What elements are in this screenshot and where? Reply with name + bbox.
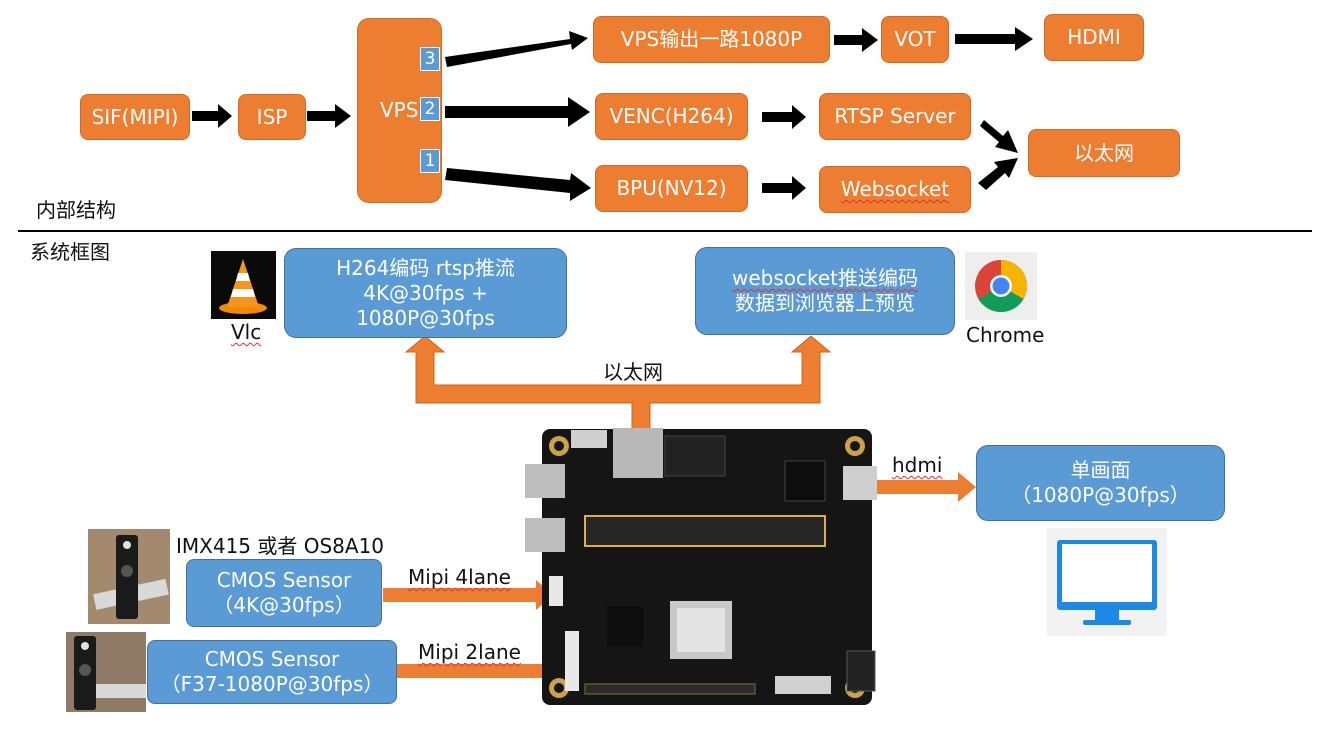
websocket-label: Websocket bbox=[840, 177, 950, 201]
mipi4-arrow bbox=[383, 580, 553, 610]
mipi4-label: Mipi 4lane bbox=[408, 565, 511, 589]
arrow-out-vot bbox=[834, 28, 878, 52]
mipi2-label: Mipi 2lane bbox=[418, 640, 521, 664]
arrow-bpu-ws bbox=[762, 176, 806, 200]
arrow-sif-isp bbox=[192, 104, 232, 128]
display-line1: 单画面 bbox=[1070, 458, 1131, 482]
websocket-preview-line1: websocket推送编码 bbox=[731, 266, 919, 290]
arrow-ws-eth bbox=[978, 158, 1018, 190]
monitor-icon bbox=[1047, 528, 1167, 636]
hdmi-arrow bbox=[876, 472, 976, 502]
vps-output-box: VPS输出一路1080P bbox=[593, 16, 830, 63]
cmos-4k-box: CMOS Sensor （4K@30fps） bbox=[186, 559, 382, 627]
cmos-4k-line1: CMOS Sensor bbox=[216, 568, 352, 592]
sif-box: SIF(MIPI) bbox=[80, 94, 190, 140]
arrow-vps-venc bbox=[445, 97, 590, 127]
bpu-box: BPU(NV12) bbox=[595, 165, 748, 212]
display-line2: （1080P@30fps） bbox=[1011, 483, 1190, 507]
websocket-preview-box: websocket推送编码 数据到浏览器上预览 bbox=[695, 247, 955, 335]
sensor-model-label: IMX415 或者 OS8A10 bbox=[176, 534, 385, 558]
vps-label: VPS bbox=[380, 98, 419, 122]
arrow-vps-out bbox=[445, 31, 588, 67]
websocket-preview-line2: 数据到浏览器上预览 bbox=[735, 291, 915, 315]
rtsp-box: RTSP Server bbox=[819, 93, 971, 140]
mipi2-arrow bbox=[397, 657, 563, 685]
cmos-1080p-line2: （F37-1080P@30fps） bbox=[160, 672, 384, 696]
chrome-label: Chrome bbox=[966, 323, 1045, 347]
arrow-rtsp-eth bbox=[980, 120, 1018, 153]
vlc-icon bbox=[211, 251, 276, 319]
rtsp-stream-box: H264编码 rtsp推流 4K@30fps + 1080P@30fps bbox=[284, 248, 567, 338]
vot-box: VOT bbox=[881, 16, 949, 63]
ethernet-box: 以太网 bbox=[1028, 129, 1180, 177]
display-box: 单画面 （1080P@30fps） bbox=[976, 445, 1225, 521]
vps-port-2: 2 bbox=[420, 97, 440, 121]
websocket-box: Websocket bbox=[819, 166, 971, 213]
arrow-vps-bpu bbox=[445, 168, 591, 201]
board-image bbox=[525, 428, 877, 705]
arrow-isp-vps bbox=[307, 104, 351, 128]
camera-module-image bbox=[88, 529, 170, 624]
vlc-label: Vlc bbox=[231, 320, 262, 344]
arrow-venc-rtsp bbox=[762, 105, 806, 129]
rtsp-stream-line3: 1080P@30fps bbox=[356, 305, 495, 330]
cmos-4k-line2: （4K@30fps） bbox=[213, 593, 355, 617]
rtsp-stream-line2: 4K@30fps + bbox=[363, 280, 488, 305]
arrow-vot-hdmi bbox=[955, 27, 1033, 51]
hdmi-label: hdmi bbox=[892, 453, 943, 477]
ethernet-split-arrow bbox=[404, 335, 832, 433]
rtsp-stream-line1: H264编码 rtsp推流 bbox=[336, 255, 515, 280]
hdmi-box: HDMI bbox=[1044, 14, 1144, 61]
camera-module-image-2 bbox=[66, 632, 146, 712]
vps-port-3: 3 bbox=[420, 47, 440, 71]
chrome-icon bbox=[965, 252, 1037, 320]
section-system-title: 系统框图 bbox=[30, 240, 110, 264]
vps-port-1: 1 bbox=[420, 149, 440, 173]
isp-box: ISP bbox=[238, 94, 306, 140]
cmos-1080p-line1: CMOS Sensor bbox=[204, 647, 340, 671]
venc-box: VENC(H264) bbox=[595, 93, 748, 140]
cmos-1080p-box: CMOS Sensor （F37-1080P@30fps） bbox=[147, 640, 397, 704]
section-internal-title: 内部结构 bbox=[36, 198, 116, 222]
ethernet-label: 以太网 bbox=[603, 360, 663, 384]
